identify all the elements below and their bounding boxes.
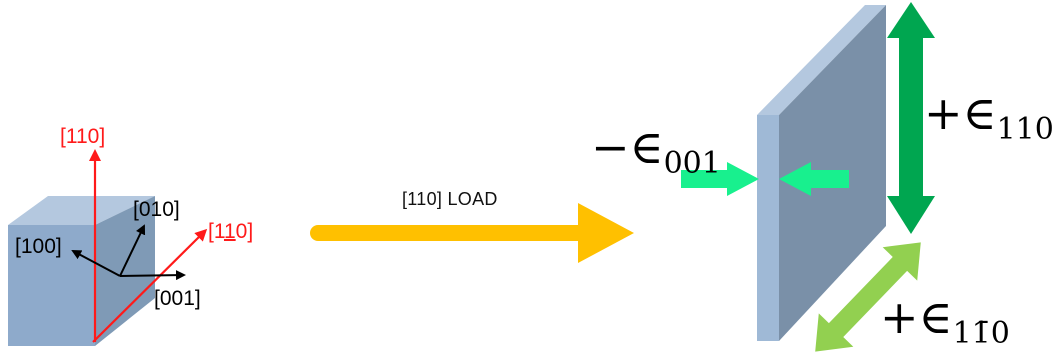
axis-1bar10-label-post: 0] <box>235 220 254 243</box>
strain-1bar10-subscript: 11̄0 <box>952 316 1010 351</box>
load-arrow <box>310 203 634 263</box>
strain-110-symbol: +∈ <box>924 86 997 140</box>
load-label: [110] LOAD <box>402 189 498 209</box>
axis-001-line <box>119 270 186 281</box>
plate-top-face <box>757 5 886 115</box>
axis-010-label: [010] <box>133 198 180 221</box>
axis-1bar10-label: [110] <box>208 221 253 242</box>
compress-arrow-right <box>779 162 849 196</box>
axis-100-line <box>71 250 121 277</box>
axis-001-label: [001] <box>154 287 201 310</box>
tensile-arrow-1bar10 <box>815 242 921 352</box>
strain-110-label: +∈110 <box>924 90 1054 145</box>
compress-arrow-left <box>681 162 759 196</box>
strain-001-label: −∈001 <box>591 124 721 179</box>
cube-top-face <box>8 196 155 225</box>
strain-1bar10-symbol: +∈ <box>880 290 953 344</box>
strain-110-subscript: 110 <box>996 112 1054 147</box>
axis-100-label: [100] <box>15 235 62 258</box>
strain-001-symbol: −∈ <box>591 120 664 174</box>
axis-010-line <box>119 224 146 277</box>
axis-1bar10-line <box>92 228 208 343</box>
axis-1bar10-label-pre: [1 <box>208 220 224 243</box>
tensile-arrow-110 <box>887 2 935 234</box>
strain-001-subscript: 001 <box>663 146 721 181</box>
axis-110-label: [110] <box>60 125 106 148</box>
plate-edge <box>757 115 779 341</box>
strain-1bar10-label: +∈11̄0 <box>880 294 1010 349</box>
axis-1bar10-label-bar: 1 <box>223 220 236 243</box>
